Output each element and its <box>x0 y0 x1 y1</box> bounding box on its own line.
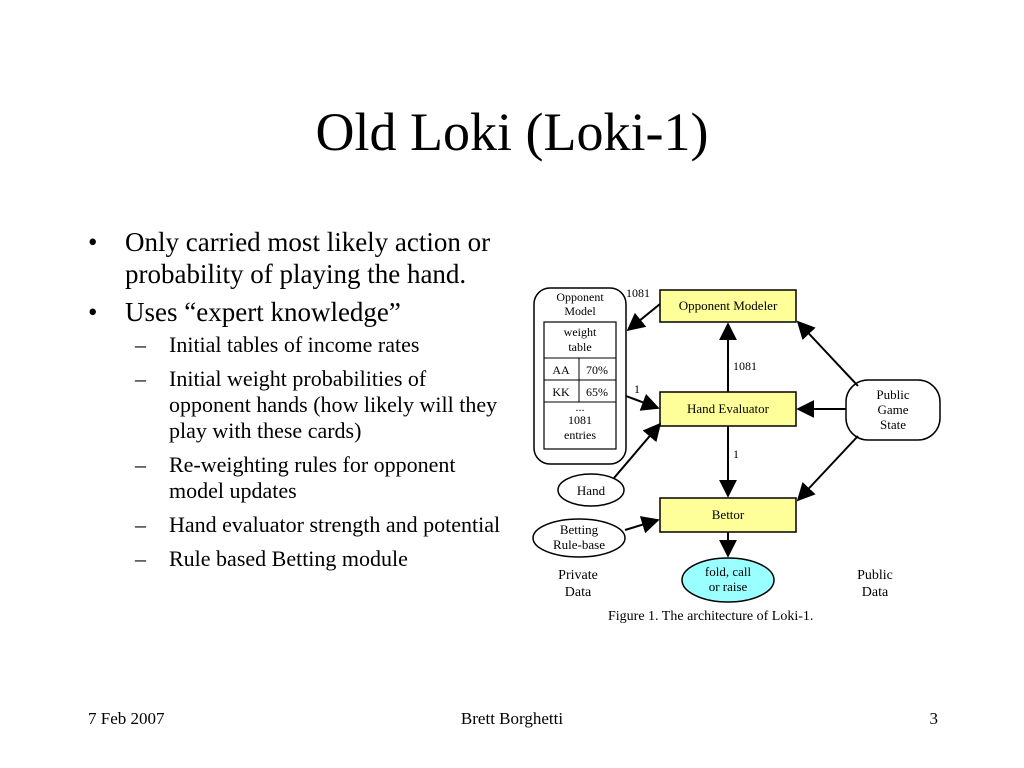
bullet-text: Uses “expert knowledge” <box>125 297 401 327</box>
table-ellipsis: ... <box>576 400 585 414</box>
arrow-modeler-to-model <box>626 303 661 332</box>
footer-date: 7 Feb 2007 <box>88 709 165 728</box>
output-action-label: or raise <box>709 579 748 594</box>
table-cell: 65% <box>586 385 608 399</box>
public-game-state-label: State <box>880 417 906 432</box>
table-entries: entries <box>564 428 596 442</box>
output-action-node <box>681 557 775 603</box>
betting-rule-base-node <box>532 518 626 558</box>
bullet-item: Uses “expert knowledge” Initial tables o… <box>88 296 508 572</box>
opponent-modeler-box <box>659 289 797 323</box>
betting-rule-base-label: Betting <box>560 522 599 537</box>
bullet-list: Only carried most likely action or proba… <box>88 226 508 580</box>
table-cell: KK <box>552 385 570 399</box>
public-game-state-label: Public <box>876 387 909 402</box>
sub-bullet-item: Re-weighting rules for opponent model up… <box>135 452 508 504</box>
hand-evaluator-box <box>659 391 797 427</box>
public-data-label: Public <box>857 568 893 583</box>
arrow-state-to-bettor <box>796 435 859 502</box>
opponent-model-label: Opponent <box>556 290 604 304</box>
bullet-item: Only carried most likely action or proba… <box>88 226 508 290</box>
sub-bullet-item: Rule based Betting module <box>135 546 508 572</box>
arrow-state-to-modeler <box>796 320 859 387</box>
arrow-hand-to-evaluator <box>613 422 662 479</box>
edge-label: 1081 <box>733 359 757 373</box>
hand-node <box>557 473 625 507</box>
architecture-figure: Opponent Model weight table AA 70% KK 65… <box>528 278 948 633</box>
opponent-model-label: Model <box>564 304 596 318</box>
footer-author: Brett Borghetti <box>460 709 564 728</box>
slide-title: Old Loki (Loki-1) <box>315 102 709 162</box>
edge-label: 1 <box>634 382 640 396</box>
bettor-label: Bettor <box>712 507 745 522</box>
table-cell: AA <box>552 363 570 377</box>
sub-bullet-list: Initial tables of income rates Initial w… <box>135 332 508 572</box>
table-cell: 70% <box>586 363 608 377</box>
hand-evaluator-label: Hand Evaluator <box>687 401 770 416</box>
betting-rule-base-label: Rule-base <box>553 537 605 552</box>
arrow-rulebase-to-bettor <box>624 516 660 534</box>
edge-label: 1 <box>733 447 739 461</box>
hand-node-label: Hand <box>577 483 606 498</box>
opponent-modeler-label: Opponent Modeler <box>679 298 778 313</box>
edge-label: 1081 <box>626 286 650 300</box>
private-data-label: Data <box>565 585 592 600</box>
public-game-state-label: Game <box>877 402 908 417</box>
table-entries: 1081 <box>568 413 592 427</box>
private-data-label: Private <box>558 568 598 583</box>
weight-table-label: weight <box>564 325 597 339</box>
sub-bullet-item: Hand evaluator strength and potential <box>135 512 508 538</box>
footer-page-number: 3 <box>929 709 939 728</box>
architecture-diagram: Opponent Model weight table AA 70% KK 65… <box>532 286 941 624</box>
sub-bullet-item: Initial tables of income rates <box>135 332 508 358</box>
arrow-model-to-evaluator <box>625 393 660 411</box>
public-data-label: Data <box>862 585 889 600</box>
figure-caption: Figure 1. The architecture of Loki-1. <box>608 609 813 624</box>
sub-bullet-item: Initial weight probabilities of opponent… <box>135 366 508 444</box>
weight-table <box>543 321 617 450</box>
output-action-label: fold, call <box>705 564 752 579</box>
weight-table-label: table <box>568 340 591 354</box>
